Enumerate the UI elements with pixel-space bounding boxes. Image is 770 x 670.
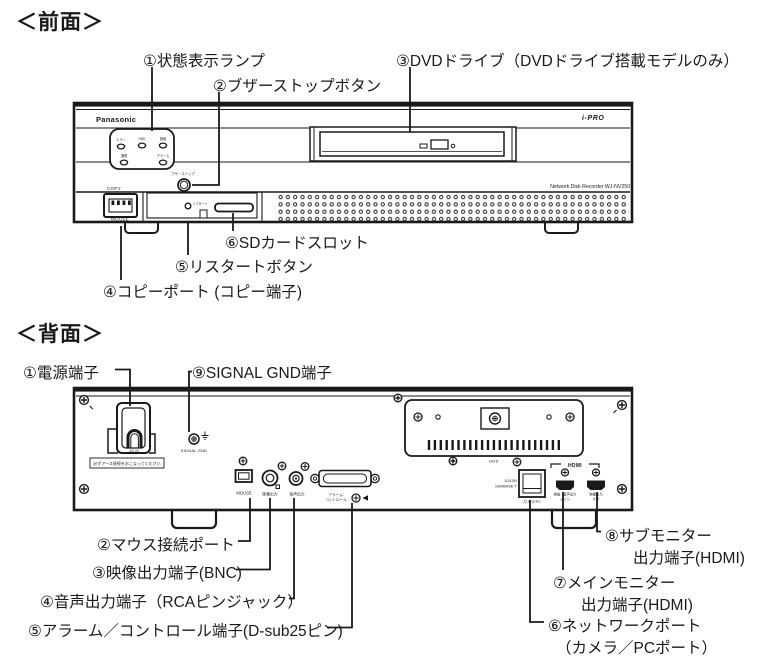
- power-inlet: AC IN: [107, 402, 156, 454]
- ground-warning-text: 必ずアース接続をおこなってください: [93, 460, 160, 466]
- hdmi-main-label-line1: 映像・音声出力: [554, 492, 576, 497]
- led-rec-label: 録画: [160, 136, 166, 141]
- eth-speed-line2: 1000BASE-T: [495, 484, 518, 488]
- callout-dvd-drive: ③DVDドライブ（DVDドライブ搭載モデルのみ）: [396, 53, 739, 70]
- dsub-alarm-control: アラーム/ コントロール: [310, 469, 380, 503]
- dvd-drive-bay: [309, 126, 517, 162]
- copy-usb-port: [103, 193, 138, 218]
- callout-network-port-line1: ⑥ネットワークポート: [548, 618, 702, 635]
- screw-arrow: [362, 495, 368, 501]
- led-hdd: [137, 142, 147, 149]
- hdmi-main-connector: [556, 480, 574, 490]
- callout-status-lamp: ①状態表示ランプ: [143, 53, 265, 70]
- eth-speed-line1: 10/100/: [504, 479, 518, 483]
- dvd-indicator: [419, 143, 428, 149]
- callout-copy-port: ④コピーポート (コピー端子): [103, 284, 303, 301]
- led-error-label: エラー: [116, 137, 126, 142]
- led-error: [116, 143, 126, 150]
- restart-small-label: リスタート: [193, 201, 208, 206]
- callout-mouse-port: ②マウス接続ポート: [97, 537, 235, 554]
- callout-network-port-line2: （カメラ／PCポート）: [556, 640, 718, 657]
- led-alarm-label: アラーム: [157, 153, 170, 158]
- dvd-tray: [319, 131, 505, 157]
- led-power: [119, 159, 129, 166]
- ground-symbol: [201, 431, 209, 440]
- alarm-label-line1: アラーム/: [328, 492, 343, 497]
- alarm-label-line2: コントロール: [325, 498, 347, 502]
- mouse-usb-port: MOUSE: [234, 456, 253, 496]
- video-out-label: 映像出力: [262, 492, 277, 497]
- callout-audio-out: ④音声出力端子（RCAピンジャック）: [40, 594, 303, 611]
- signal-gnd-terminal: SIGNAL GND: [181, 431, 209, 453]
- callout-buzzer-stop: ②ブザーストップボタン: [213, 78, 382, 95]
- chassis-screws: [78, 393, 628, 495]
- callout-main-monitor-line2: 出力端子(HDMI): [581, 597, 693, 614]
- hdmi-sub-connector: [587, 480, 605, 490]
- callout-restart-button: ⑤リスタートボタン: [175, 259, 313, 276]
- hdd-label: HDD: [489, 459, 499, 464]
- audio-out-label: 音声出力: [289, 492, 304, 497]
- buzzer-stop-button: ブザーストップ: [171, 171, 195, 192]
- callout-signal-gnd: ⑨SIGNAL GND端子: [192, 365, 332, 382]
- rear-panel-drawing: AC IN 必ずアース接続をおこなってください SIGNAL GND MOUSE: [72, 368, 634, 629]
- callout-sub-monitor-line1: ⑧サブモニター: [605, 528, 712, 545]
- hdmi-main-label-line2: メイン: [560, 498, 571, 502]
- ground-warning-box: 必ずアース接続をおこなってください: [89, 457, 165, 469]
- small-hole: [199, 209, 208, 219]
- callout-sd-card-slot: ⑥SDカードスロット: [225, 235, 369, 252]
- front-section-heading: ＜前面＞: [16, 11, 104, 34]
- hdd-cover-plate: HDD: [404, 399, 584, 464]
- panasonic-logo: Panasonic: [96, 115, 136, 124]
- hdmi-logo: HDMI: [568, 463, 582, 469]
- hdd-vent-slots: [427, 440, 560, 450]
- copy-label: COPY: [107, 186, 121, 191]
- camera-pc-label: カメラ/PC: [523, 499, 541, 504]
- callout-power-terminal: ①電源端子: [23, 365, 99, 382]
- led-alarm: [158, 159, 168, 166]
- callout-sub-monitor-line2: 出力端子(HDMI): [633, 550, 745, 567]
- restart-pinhole: [184, 202, 192, 210]
- callout-main-monitor-line1: ⑦メインモニター: [553, 575, 676, 592]
- signal-gnd-label: SIGNAL GND: [181, 448, 208, 453]
- sd-card-slot: [214, 202, 254, 213]
- model-name-text: Network Disk Recorder WJ-NV250: [550, 184, 630, 190]
- buzzer-stop-small-label: ブザーストップ: [171, 171, 195, 176]
- callout-video-out: ③映像出力端子(BNC): [92, 565, 242, 582]
- led-power-label: 通電: [121, 153, 128, 158]
- dvd-eject-button: [430, 139, 449, 150]
- rear-mouse-label: MOUSE: [236, 491, 252, 496]
- front-leader-lines: [120, 67, 411, 280]
- front-mouse-label: MOUSE: [111, 217, 129, 222]
- led-hdd-label: HDD: [139, 137, 147, 141]
- callout-alarm-control: ⑤アラーム／コントロール端子(D-sub25ピン): [28, 623, 343, 640]
- bnc-video-out: 映像出力: [261, 461, 287, 497]
- rear-section-heading: ＜背面＞: [16, 323, 104, 346]
- ac-in-label: AC IN: [129, 449, 139, 453]
- status-led-cluster: エラー HDD 録画 通電 アラーム: [109, 128, 175, 170]
- rear-leader-lines: [115, 368, 601, 629]
- dvd-emergency-hole: [450, 143, 456, 149]
- ventilation-grille: [277, 193, 629, 221]
- led-rec: [158, 142, 168, 149]
- network-port: 10/100/ 1000BASE-T カメラ/PC: [495, 457, 546, 504]
- front-panel-drawing: Panasonic i-PRO エラー HDD 録画 通電 アラーム ブザースト…: [72, 67, 634, 280]
- rca-audio-out: 音声出力: [288, 462, 310, 497]
- ipro-logo: i-PRO: [582, 115, 604, 122]
